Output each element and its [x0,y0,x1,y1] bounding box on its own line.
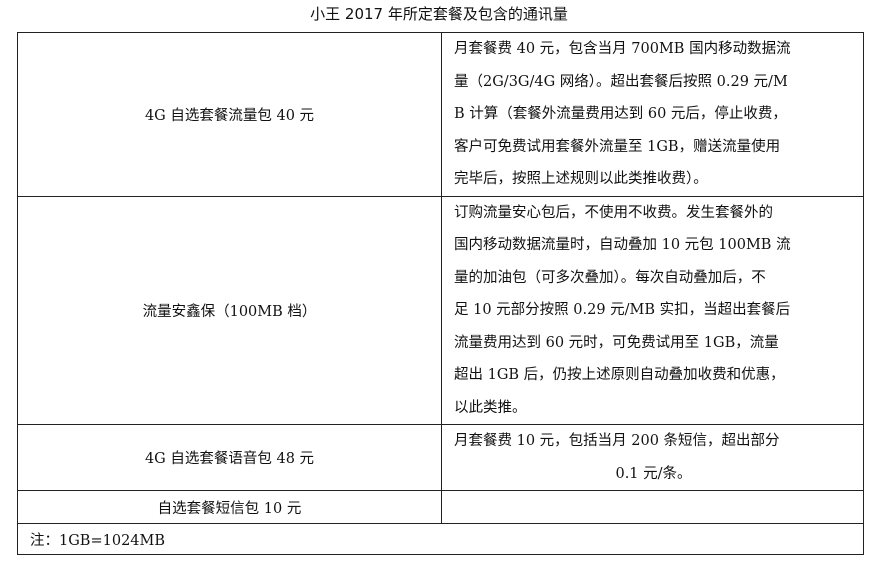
description-line: 量（2G/3G/4G 网络）。超出套餐后按照 0.29 元/M [454,73,788,90]
plan-description: 订购流量安心包后，不使用不收费。发生套餐外的 国内移动数据流量时，自动叠加 10… [441,195,864,425]
description-line: 月套餐费 10 元，包括当月 200 条短信，超出部分 [454,433,780,449]
description-line: 量的加油包（可多次叠加）。每次自动叠加后，不 [454,269,766,286]
description-line: 以此类推。 [454,399,527,416]
plan-name: 自选套餐短信包 10 元 [17,490,442,524]
table-row: 自选套餐短信包 10 元 [17,490,864,524]
plan-description: 月套餐费 40 元，包含当月 700MB 国内移动数据流 量（2G/3G/4G … [441,32,864,197]
table-title: 小王 2017 年所定套餐及包含的通讯量 [310,5,568,23]
plan-name: 4G 自选套餐语音包 48 元 [17,424,442,491]
description-line: 客户可免费试用套餐外流量至 1GB，赠送流量使用 [454,138,781,155]
plan-name: 4G 自选套餐流量包 40 元 [17,32,442,197]
description-line: B 计算（套餐外流量费用达到 60 元后，停止收费， [454,106,787,122]
description-line: 流量费用达到 60 元时，可免费试用至 1GB，流量 [454,334,779,351]
table-row: 4G 自选套餐语音包 48 元 月套餐费 10 元，包括当月 200 条短信，超… [17,424,864,491]
table-row: 流量安鑫保（100MB 档） 订购流量安心包后，不使用不收费。发生套餐外的 国内… [17,195,864,425]
description-line: 国内移动数据流量时，自动叠加 10 元包 100MB 流 [454,237,791,253]
description-line: 足 10 元部分按照 0.29 元/MB 实扣，当超出套餐后 [454,302,791,318]
description-line: 0.1 元/条。 [615,465,692,482]
plan-description: 月套餐费 10 元，包括当月 200 条短信，超出部分 0.1 元/条。 [441,424,864,491]
plan-table: 4G 自选套餐流量包 40 元 月套餐费 40 元，包含当月 700MB 国内移… [17,32,864,555]
plan-name: 流量安鑫保（100MB 档） [17,195,442,425]
plan-description-empty [441,490,864,524]
description-line: 超出 1GB 后，仍按上述原则自动叠加收费和优惠， [454,367,785,383]
table-row: 4G 自选套餐流量包 40 元 月套餐费 40 元，包含当月 700MB 国内移… [17,32,864,197]
description-line: 订购流量安心包后，不使用不收费。发生套餐外的 [454,204,773,221]
description-line: 完毕后，按照上述规则以此类推收费）。 [454,171,708,187]
description-line: 月套餐费 40 元，包含当月 700MB 国内移动数据流 [454,41,791,57]
table-row: 注：1GB=1024MB [17,523,864,555]
footnote: 注：1GB=1024MB [17,523,864,555]
